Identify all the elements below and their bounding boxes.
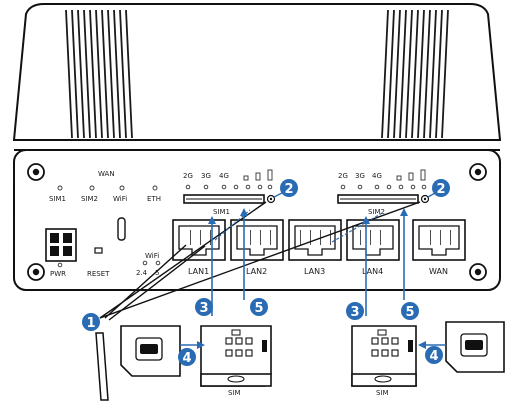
step-badge-4: 4 xyxy=(425,346,443,364)
sim-card-right xyxy=(445,321,505,373)
step-badge-1: 1 xyxy=(82,313,100,331)
step-badge-2: 2 xyxy=(280,179,298,197)
port-label-lan1: LAN1 xyxy=(188,267,209,276)
sim-eject-tool xyxy=(95,332,109,401)
svg-text:3: 3 xyxy=(199,301,208,316)
signal-3g-label: 3G xyxy=(355,172,365,180)
wifi-button[interactable] xyxy=(117,217,126,241)
ethernet-port-wan[interactable] xyxy=(412,219,466,261)
eject-hole-pointer xyxy=(427,192,436,198)
reset-label: RESET xyxy=(87,270,110,278)
step-badge-4: 4 xyxy=(178,348,196,366)
sim2-slot-label: SIM2 xyxy=(368,208,385,216)
mounting-screw xyxy=(469,263,487,281)
eject-pointer-line xyxy=(104,244,187,319)
signal-leds-left xyxy=(185,169,273,190)
signal-2g-label: 2G xyxy=(183,172,193,180)
sim2-led-label: SIM2 xyxy=(81,195,98,203)
svg-text:5: 5 xyxy=(405,305,414,320)
heatsink-fins-right xyxy=(381,9,449,139)
step-badge-3: 3 xyxy=(195,298,213,316)
sim-tray-label: SIM xyxy=(228,389,241,397)
sim1-slot-label: SIM1 xyxy=(213,208,230,216)
sim1-led-label: SIM1 xyxy=(49,195,66,203)
power-connector[interactable] xyxy=(45,228,77,262)
heatsink-fins-left xyxy=(65,9,133,139)
ethernet-port-lan2[interactable] xyxy=(230,219,284,261)
sim2-led xyxy=(89,185,95,191)
mounting-screw xyxy=(27,163,45,181)
wifi-24-led xyxy=(142,260,148,266)
ethernet-port-lan3[interactable] xyxy=(288,219,342,261)
eject-hole-pointer xyxy=(273,192,283,198)
router-body: WAN SIM1 SIM2 WiFi ETH 2G 3G 4G 2G 3G 4G xyxy=(12,3,502,291)
port-label-lan3: LAN3 xyxy=(304,267,325,276)
mounting-screw xyxy=(27,263,45,281)
svg-text:5: 5 xyxy=(254,301,263,316)
wifi-led xyxy=(119,185,125,191)
port-label-lan4: LAN4 xyxy=(362,267,383,276)
svg-text:2: 2 xyxy=(436,182,445,197)
wifi-band-label: WiFi xyxy=(145,252,159,260)
sim-tray-right[interactable]: SIM xyxy=(351,325,417,397)
ethernet-port-lan1[interactable] xyxy=(172,219,226,261)
power-label: PWR xyxy=(50,270,66,278)
wifi-5-led xyxy=(155,260,161,266)
wan-group-label: WAN xyxy=(98,170,115,178)
eject-pointer-line xyxy=(99,201,267,319)
svg-text:1: 1 xyxy=(86,316,95,331)
svg-text:2: 2 xyxy=(284,182,293,197)
step-badge-3: 3 xyxy=(346,302,364,320)
power-led xyxy=(57,262,63,268)
svg-text:4: 4 xyxy=(429,349,438,364)
reset-button[interactable] xyxy=(94,247,103,254)
step-badge-2: 2 xyxy=(432,179,450,197)
slot-leader-line xyxy=(214,209,251,241)
wifi-led-label: WiFi xyxy=(113,195,127,203)
svg-text:4: 4 xyxy=(182,351,191,366)
eth-led-label: ETH xyxy=(147,195,161,203)
signal-4g-label: 4G xyxy=(219,172,229,180)
svg-text:3: 3 xyxy=(350,305,359,320)
port-label-lan2: LAN2 xyxy=(246,267,267,276)
ethernet-port-lan4[interactable] xyxy=(346,219,400,261)
sim1-led xyxy=(57,185,63,191)
sim-contact-grid xyxy=(371,337,399,357)
step-badge-5: 5 xyxy=(401,302,419,320)
sim-card-left xyxy=(120,325,181,377)
wifi-5-label: 5 xyxy=(155,269,159,277)
port-label-wan: WAN xyxy=(429,267,448,276)
eth-led xyxy=(152,185,158,191)
mounting-screw xyxy=(469,163,487,181)
signal-leds-right xyxy=(340,169,427,190)
wifi-24-label: 2.4 xyxy=(136,269,148,277)
sim-contact-grid xyxy=(225,337,253,357)
slot-leader-line xyxy=(331,211,385,243)
signal-3g-label: 3G xyxy=(201,172,211,180)
signal-2g-label: 2G xyxy=(338,172,348,180)
step-badge-5: 5 xyxy=(250,298,268,316)
sim-tray-left[interactable]: SIM xyxy=(200,325,272,397)
router-top-housing xyxy=(12,3,502,141)
sim-tray-label: SIM xyxy=(376,389,389,397)
signal-4g-label: 4G xyxy=(372,172,382,180)
eject-pointer-line xyxy=(108,245,206,321)
